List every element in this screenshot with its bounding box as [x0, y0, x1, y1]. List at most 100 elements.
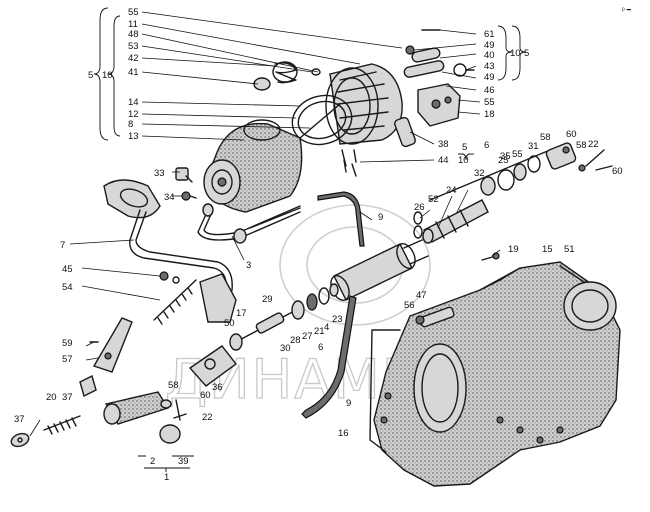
label-10-left: 10	[102, 70, 113, 81]
label-29: 29	[262, 294, 273, 305]
label-3: 3	[246, 260, 251, 271]
hose-upper	[317, 191, 365, 247]
label-48: 48	[128, 29, 139, 40]
label-23: 23	[332, 314, 343, 325]
label-26: 26	[414, 202, 425, 213]
label-19: 19	[508, 244, 519, 255]
label-58-bottom: 58	[168, 380, 179, 391]
label-39: 39	[178, 456, 189, 467]
label-10-mid: 10	[458, 155, 469, 166]
label-18: 18	[484, 109, 495, 120]
label-42: 42	[128, 53, 139, 64]
label-54: 54	[62, 282, 73, 293]
part-labels: 55 11 48 53 42 41 5 10 14 12 8 13 61 49 …	[14, 7, 623, 483]
label-55-b: 55	[484, 97, 495, 108]
lever-shaft-part	[79, 317, 181, 444]
label-50: 50	[224, 318, 235, 329]
pipe-part	[197, 203, 301, 244]
right-group-bracket	[458, 25, 527, 161]
label-56: 56	[404, 300, 415, 311]
label-35: 35	[500, 151, 511, 162]
label-13: 13	[128, 131, 139, 142]
label-40: 40	[484, 50, 495, 61]
leader-lines	[29, 11, 501, 437]
label-60-bottom: 60	[200, 390, 211, 401]
label-28: 28	[290, 335, 301, 346]
label-60-top: 60	[566, 129, 577, 140]
rod-assembly-right	[429, 142, 613, 201]
label-20: 20	[46, 392, 57, 403]
label-60-right: 60	[612, 166, 623, 177]
label-8: 8	[128, 119, 133, 130]
pedal-part	[103, 179, 237, 323]
spring-part	[253, 61, 321, 91]
label-34: 34	[164, 192, 175, 203]
label-43: 43	[484, 61, 495, 72]
label-59: 59	[62, 338, 73, 349]
hose-lower	[301, 295, 357, 419]
label-38: 38	[438, 139, 449, 150]
clutch-housing-part	[369, 261, 621, 487]
label-37-mid: 37	[62, 392, 73, 403]
label-6-top: 6	[484, 140, 489, 151]
label-14: 14	[128, 97, 139, 108]
label-36: 36	[212, 382, 223, 393]
label-24: 24	[446, 185, 457, 196]
label-5-mid: 5	[462, 142, 467, 153]
label-15: 15	[542, 244, 553, 255]
bolt-19-part	[481, 252, 500, 261]
label-46: 46	[484, 85, 495, 96]
yoke-part	[188, 345, 237, 387]
label-2: 2	[150, 456, 155, 467]
label-53: 53	[128, 41, 139, 52]
linkage-parts-top-right	[343, 29, 475, 173]
label-25: 25	[498, 155, 509, 166]
label-1: 1	[164, 472, 169, 483]
screws-small	[175, 167, 197, 201]
label-32: 32	[474, 168, 485, 179]
label-47: 47	[416, 290, 427, 301]
label-7: 7	[60, 240, 65, 251]
label-11: 11	[128, 19, 138, 30]
bolt-38-part	[341, 149, 357, 177]
return-spring-part	[10, 415, 81, 448]
spring-54-part	[153, 271, 197, 325]
label-9-top: 9	[378, 212, 383, 223]
label-16: 16	[338, 428, 349, 439]
clutch-cover-part	[325, 63, 403, 145]
label-49-a: 49	[484, 40, 495, 51]
label-55: 55	[128, 7, 139, 18]
label-33: 33	[154, 168, 165, 179]
bolt-47-part	[415, 306, 455, 328]
corner-mark: ᵖ ━	[622, 7, 632, 14]
label-22-bottom: 22	[202, 412, 213, 423]
label-58-right: 58	[576, 140, 587, 151]
bolt-lower-part	[160, 399, 187, 421]
label-30: 30	[280, 343, 291, 354]
label-4: 4	[324, 322, 329, 333]
label-10-right: 10	[510, 48, 521, 59]
label-49-b: 49	[484, 72, 495, 83]
label-57: 57	[62, 354, 73, 365]
label-41: 41	[128, 67, 139, 78]
left-group-bracket	[93, 7, 121, 141]
label-5-left: 5	[88, 70, 93, 81]
label-21: 21	[314, 326, 325, 337]
label-9-bottom: 9	[346, 398, 351, 409]
label-31: 31	[528, 141, 539, 152]
label-6-mid: 6	[318, 342, 323, 353]
label-27: 27	[302, 331, 313, 342]
label-44: 44	[438, 155, 449, 166]
piston-rod-group	[229, 283, 339, 351]
booster-cylinder-part	[203, 119, 303, 213]
label-45: 45	[62, 264, 73, 275]
slave-cylinder-tube	[330, 239, 429, 301]
label-52: 52	[428, 194, 439, 205]
label-12: 12	[128, 109, 139, 120]
label-17: 17	[236, 308, 247, 319]
label-37-left: 37	[14, 414, 25, 425]
label-51: 51	[564, 244, 575, 255]
label-55-c: 55	[512, 149, 523, 160]
